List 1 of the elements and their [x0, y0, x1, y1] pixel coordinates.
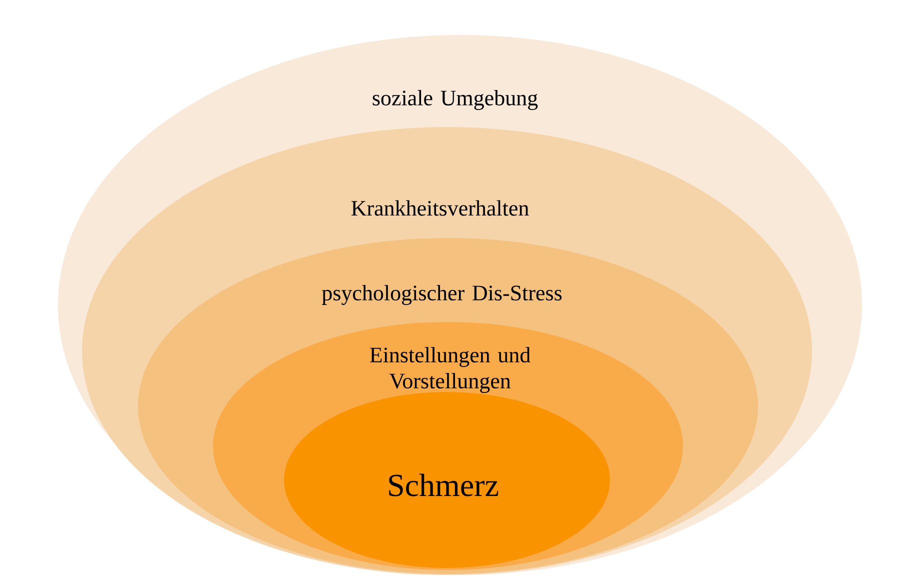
ellipse-band: Schmerz	[284, 392, 610, 568]
